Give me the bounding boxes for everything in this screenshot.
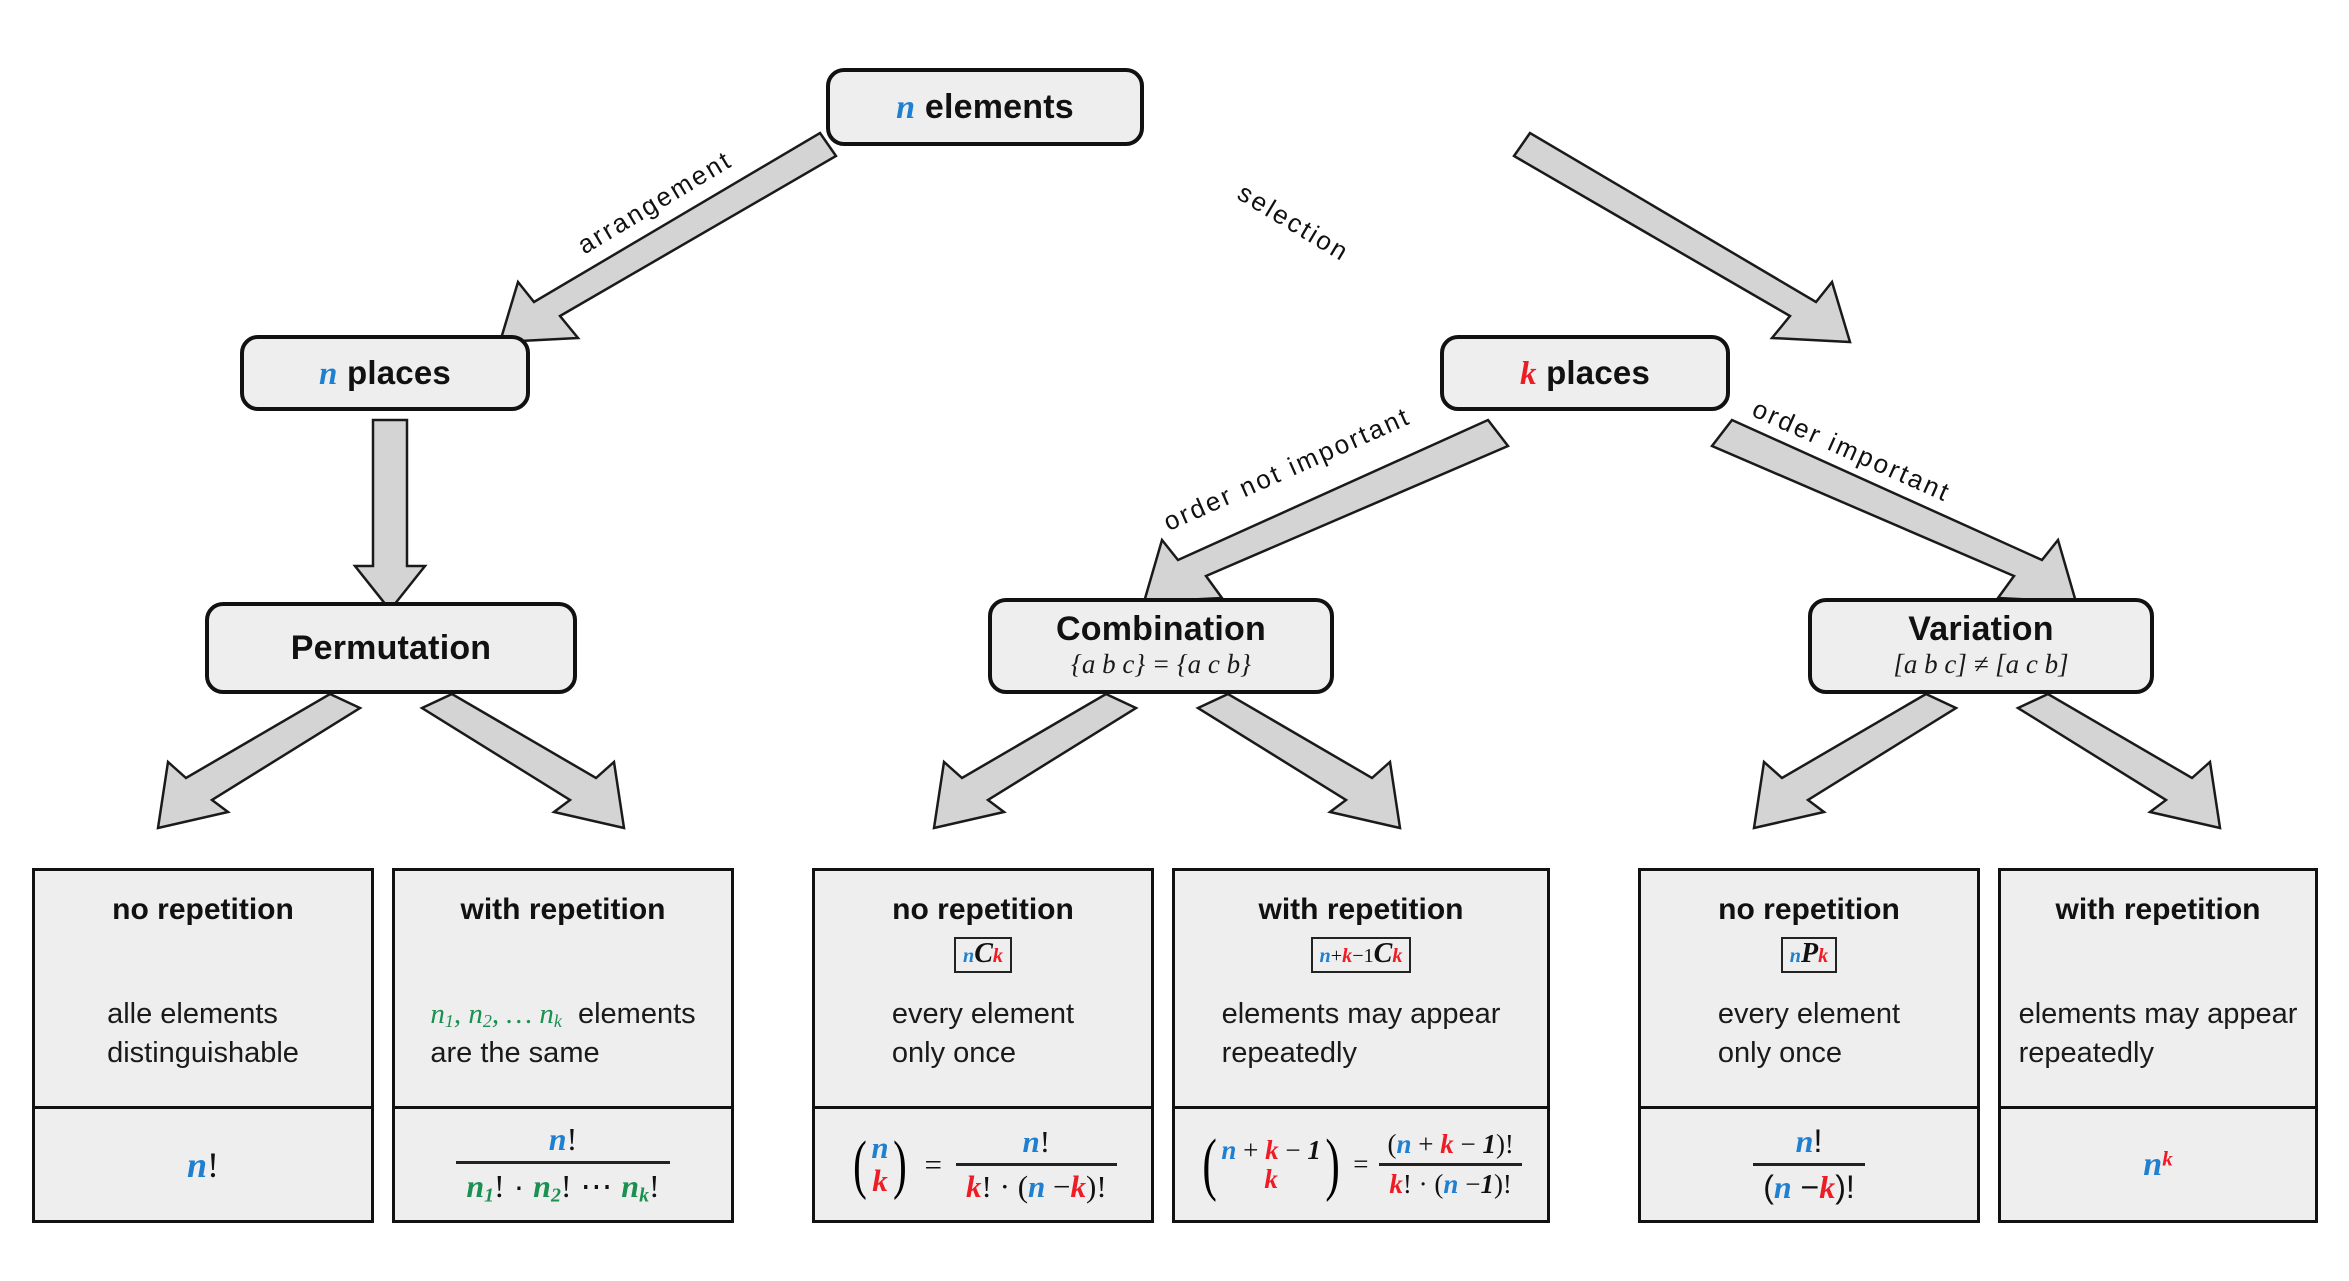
node-root-n-elements[interactable]: n elements (826, 68, 1144, 146)
edge-label-order-important: order important (1748, 393, 1956, 508)
leaf-combination-no-repetition[interactable]: no repetition nCk every element only onc… (812, 868, 1154, 1223)
node-n-places[interactable]: n places (240, 335, 530, 411)
combination-title: Combination (1056, 609, 1266, 648)
arrow-variation-no-repetition (1752, 692, 1959, 830)
edge-label-arrangement: arrangement (572, 144, 738, 260)
arrow-combination-with-repetition (1195, 692, 1402, 830)
n-places-label: places (346, 353, 451, 391)
leaf-description-line1: every element (891, 998, 1075, 1031)
k-places-label: places (1546, 353, 1651, 391)
leaf-formula: n! n1! · n2! ⋯ nk! (395, 1109, 731, 1220)
leaf-description-line2: only once (891, 1036, 1017, 1069)
leaf-formula: ( n k ) = n! k! · (n −k)! (815, 1109, 1151, 1220)
leaf-description-line1: n1, n2, … nk elements (430, 998, 696, 1031)
leaf-heading: with repetition (1258, 893, 1464, 926)
node-permutation[interactable]: Permutation (205, 602, 577, 694)
arrow-permutation-with-repetition (419, 692, 626, 830)
leaf-description-line1: every element (1717, 998, 1901, 1031)
leaf-permutation-no-repetition[interactable]: no repetition alle elements distinguisha… (32, 868, 374, 1223)
edge-label-order-not-important: order not important (1158, 400, 1415, 537)
leaf-top: no repetition nCk every element only onc… (815, 871, 1151, 1109)
arrow-arrangement (498, 131, 838, 344)
leaf-description-line2: repeatedly (1221, 1036, 1357, 1069)
root-symbol: n (896, 88, 916, 126)
leaf-formula: n! (186, 1144, 220, 1185)
leaf-description: every element only once (1718, 995, 1900, 1072)
arrow-variation-with-repetition (2015, 692, 2222, 830)
edge-label-selection: selection (1232, 177, 1356, 268)
k-places-symbol: k (1519, 355, 1537, 392)
root-label: elements (924, 87, 1074, 126)
arrow-combination-no-repetition (932, 692, 1139, 830)
leaf-variation-no-repetition[interactable]: no repetition nPk every element only onc… (1638, 868, 1980, 1223)
leaf-heading: no repetition (892, 893, 1074, 926)
node-k-places[interactable]: k places (1440, 335, 1730, 411)
variation-title: Variation (1908, 609, 2054, 648)
leaf-combination-with-repetition[interactable]: with repetition n+k−1Ck elements may app… (1172, 868, 1550, 1223)
leaf-badge-npkm1Ck: n+k−1Ck (1310, 937, 1412, 973)
leaf-heading: with repetition (2055, 893, 2261, 926)
leaf-formula: ( n + k − 1 k ) = (n + k − 1)! k! · (1175, 1109, 1547, 1220)
permutation-title: Permutation (290, 628, 492, 667)
node-variation[interactable]: Variation [a b c] ≠ [a c b] (1808, 598, 2154, 694)
leaf-badge-nCk: nCk (954, 937, 1012, 973)
arrow-selection (1512, 131, 1852, 344)
leaf-top: no repetition alle elements distinguisha… (35, 871, 371, 1109)
leaf-description: elements may appear repeatedly (1222, 995, 1501, 1072)
leaf-description-line2: only once (1717, 1036, 1843, 1069)
leaf-formula: nk (2143, 1146, 2173, 1183)
leaf-heading: with repetition (460, 893, 666, 926)
leaf-description: elements may appear repeatedly (2019, 995, 2298, 1072)
node-combination[interactable]: Combination {a b c} = {a c b} (988, 598, 1334, 694)
leaf-description-line1: alle elements (107, 998, 278, 1031)
leaf-variation-with-repetition[interactable]: with repetition elements may appear repe… (1998, 868, 2318, 1223)
leaf-heading: no repetition (112, 893, 294, 926)
variation-subtitle: [a b c] ≠ [a c b] (1893, 649, 2069, 680)
leaf-formula: n! (n −k)! (1641, 1109, 1977, 1220)
leaf-description: alle elements distinguishable (107, 995, 299, 1072)
n-places-symbol: n (319, 355, 338, 392)
arrow-n-places-to-permutation (352, 418, 428, 613)
arrow-permutation-no-repetition (156, 692, 363, 830)
leaf-description-line2: are the same (430, 1036, 600, 1069)
leaf-top: no repetition nPk every element only onc… (1641, 871, 1977, 1109)
leaf-description-line1: elements may appear (2018, 998, 2298, 1031)
leaf-top: with repetition n+k−1Ck elements may app… (1175, 871, 1547, 1109)
leaf-permutation-with-repetition[interactable]: with repetition n1, n2, … nk elements ar… (392, 868, 734, 1223)
leaf-top: with repetition n1, n2, … nk elements ar… (395, 871, 731, 1109)
leaf-description-line2: repeatedly (2018, 1036, 2154, 1069)
leaf-badge-nPk: nPk (1780, 937, 1838, 973)
leaf-description: every element only once (892, 995, 1074, 1072)
leaf-description-line1: elements may appear (1221, 998, 1501, 1031)
leaf-description: n1, n2, … nk elements are the same (430, 995, 695, 1072)
leaf-heading: no repetition (1718, 893, 1900, 926)
leaf-description-line2: distinguishable (107, 1036, 299, 1069)
arrow-order-important (1710, 418, 2078, 604)
leaf-top: with repetition elements may appear repe… (2001, 871, 2315, 1109)
combination-subtitle: {a b c} = {a c b} (1071, 649, 1251, 680)
